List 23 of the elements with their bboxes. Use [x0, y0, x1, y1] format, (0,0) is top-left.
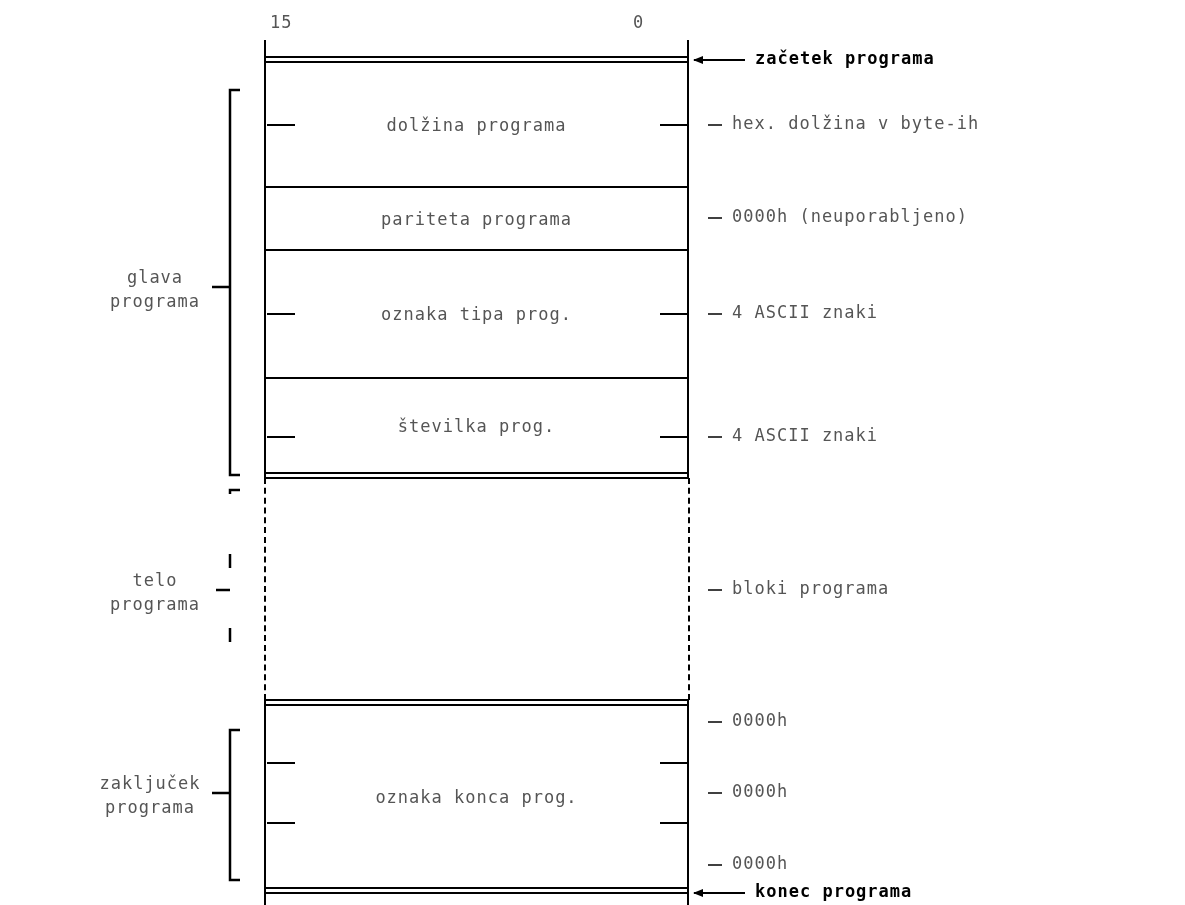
annotation: 4 ASCII znaki [732, 425, 879, 445]
annotation: 0000h [732, 710, 789, 730]
annotation: bloki programa [732, 578, 890, 598]
section-label: telo programa [109, 569, 201, 616]
section-label: glava programa [109, 266, 201, 313]
body-area [264, 478, 690, 700]
annotation: 0000h (neuporabljeno) [732, 206, 968, 226]
bit-number: 15 [270, 12, 293, 32]
boundary-label: začetek programa [755, 48, 935, 68]
field-name: oznaka tipa prog. [381, 304, 572, 324]
field-name: oznaka konca prog. [375, 786, 578, 807]
field-name: številka prog. [397, 415, 556, 436]
annotation: 0000h [732, 853, 789, 873]
boundary-label: konec programa [755, 881, 913, 901]
arrow [693, 889, 746, 897]
field-name: dolžina programa [386, 114, 567, 135]
annotation: 4 ASCII znaki [732, 302, 879, 322]
section-label: zaključek programa [98, 772, 202, 819]
annotation: 0000h [732, 781, 789, 801]
field-name: pariteta programa [381, 208, 572, 229]
bit-number: 0 [633, 12, 645, 32]
arrow [693, 56, 746, 64]
annotation: hex. dolžina v byte-ih [732, 113, 980, 133]
